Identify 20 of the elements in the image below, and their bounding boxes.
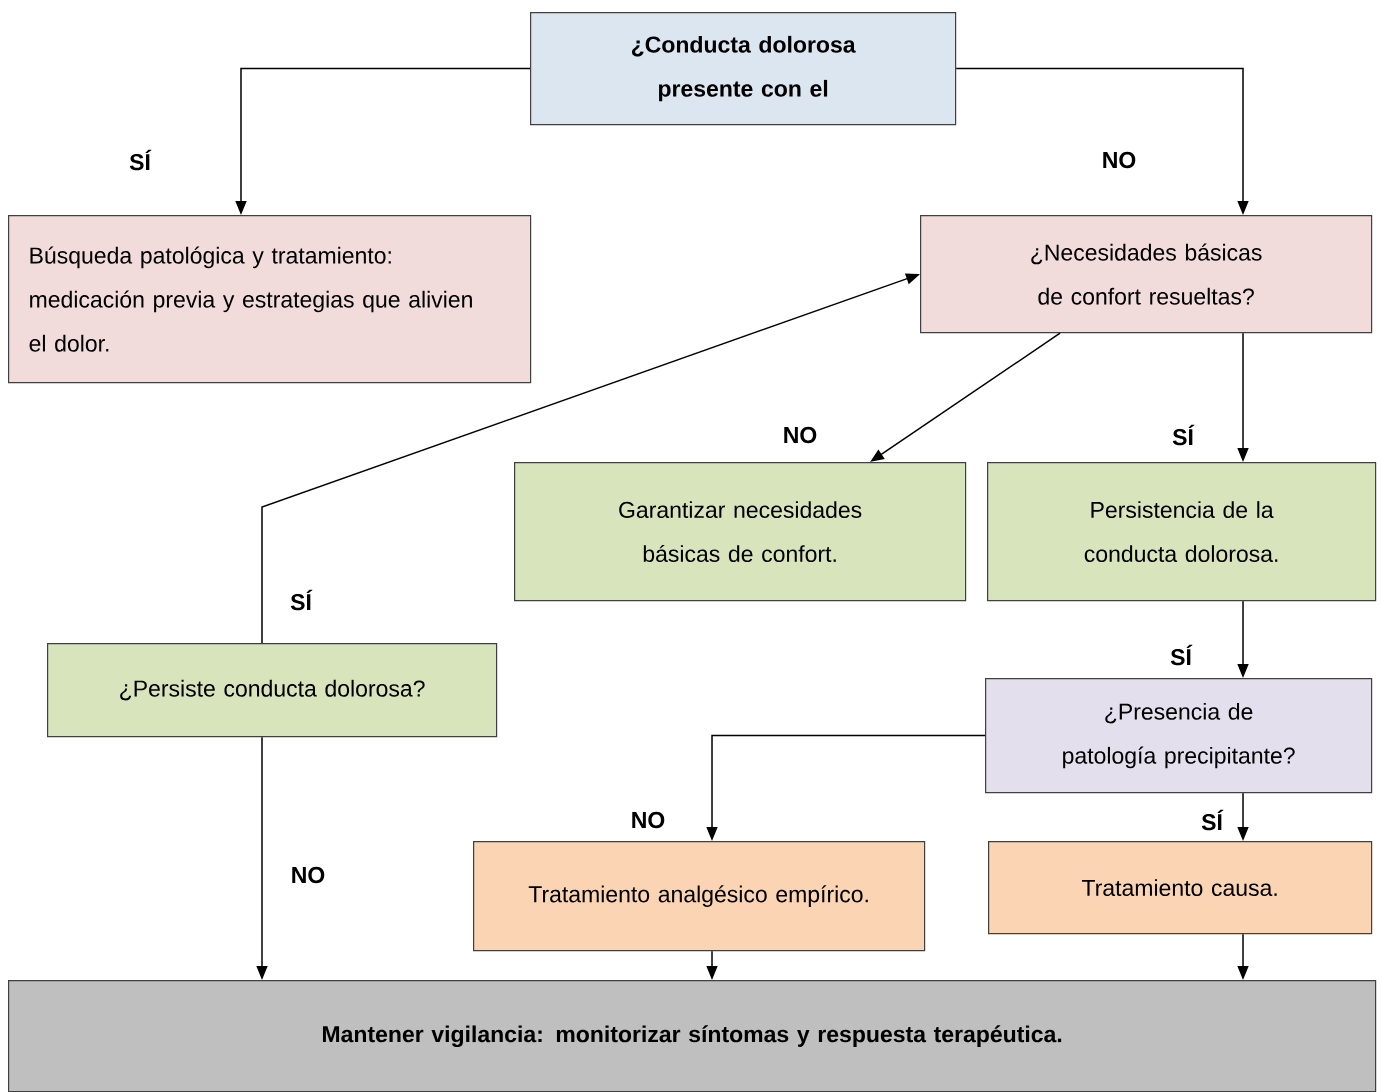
- process-box: Persistencia de la conducta dolorosa.: [987, 462, 1377, 602]
- process-box: ¿Conducta dolorosa presente con el: [530, 12, 957, 126]
- process-box: ¿Persiste conducta dolorosa?: [47, 643, 498, 738]
- edge-label: SÍ: [288, 587, 314, 613]
- process-box: Mantener vigilancia: monitorizar síntomas y respuesta terapéutica.: [8, 980, 1377, 1092]
- process-box: Garantizar necesidades básicas de confort.: [514, 462, 967, 602]
- edge-label: SÍ: [1199, 807, 1225, 833]
- process-box: ¿Necesidades básicas de confort resueltas?: [920, 215, 1373, 334]
- edge-label: NO: [628, 809, 668, 831]
- process-box: ¿Presencia de patología precipitante?: [985, 678, 1373, 794]
- edge-label: SÍ: [1168, 642, 1194, 668]
- process-box: Búsqueda patológica y tratamiento: medicación previa y estrategias que alivien el dolor.: [8, 215, 532, 384]
- edge-label: SÍ: [127, 147, 153, 173]
- edge-label: NO: [288, 864, 328, 886]
- process-box: Tratamiento causa.: [988, 841, 1373, 935]
- process-box: Tratamiento analgésico empírico.: [473, 841, 926, 952]
- edge-label: NO: [1099, 149, 1139, 171]
- edge-label: SÍ: [1170, 422, 1196, 448]
- arrow: [870, 332, 1061, 462]
- edge-label: NO: [780, 424, 820, 446]
